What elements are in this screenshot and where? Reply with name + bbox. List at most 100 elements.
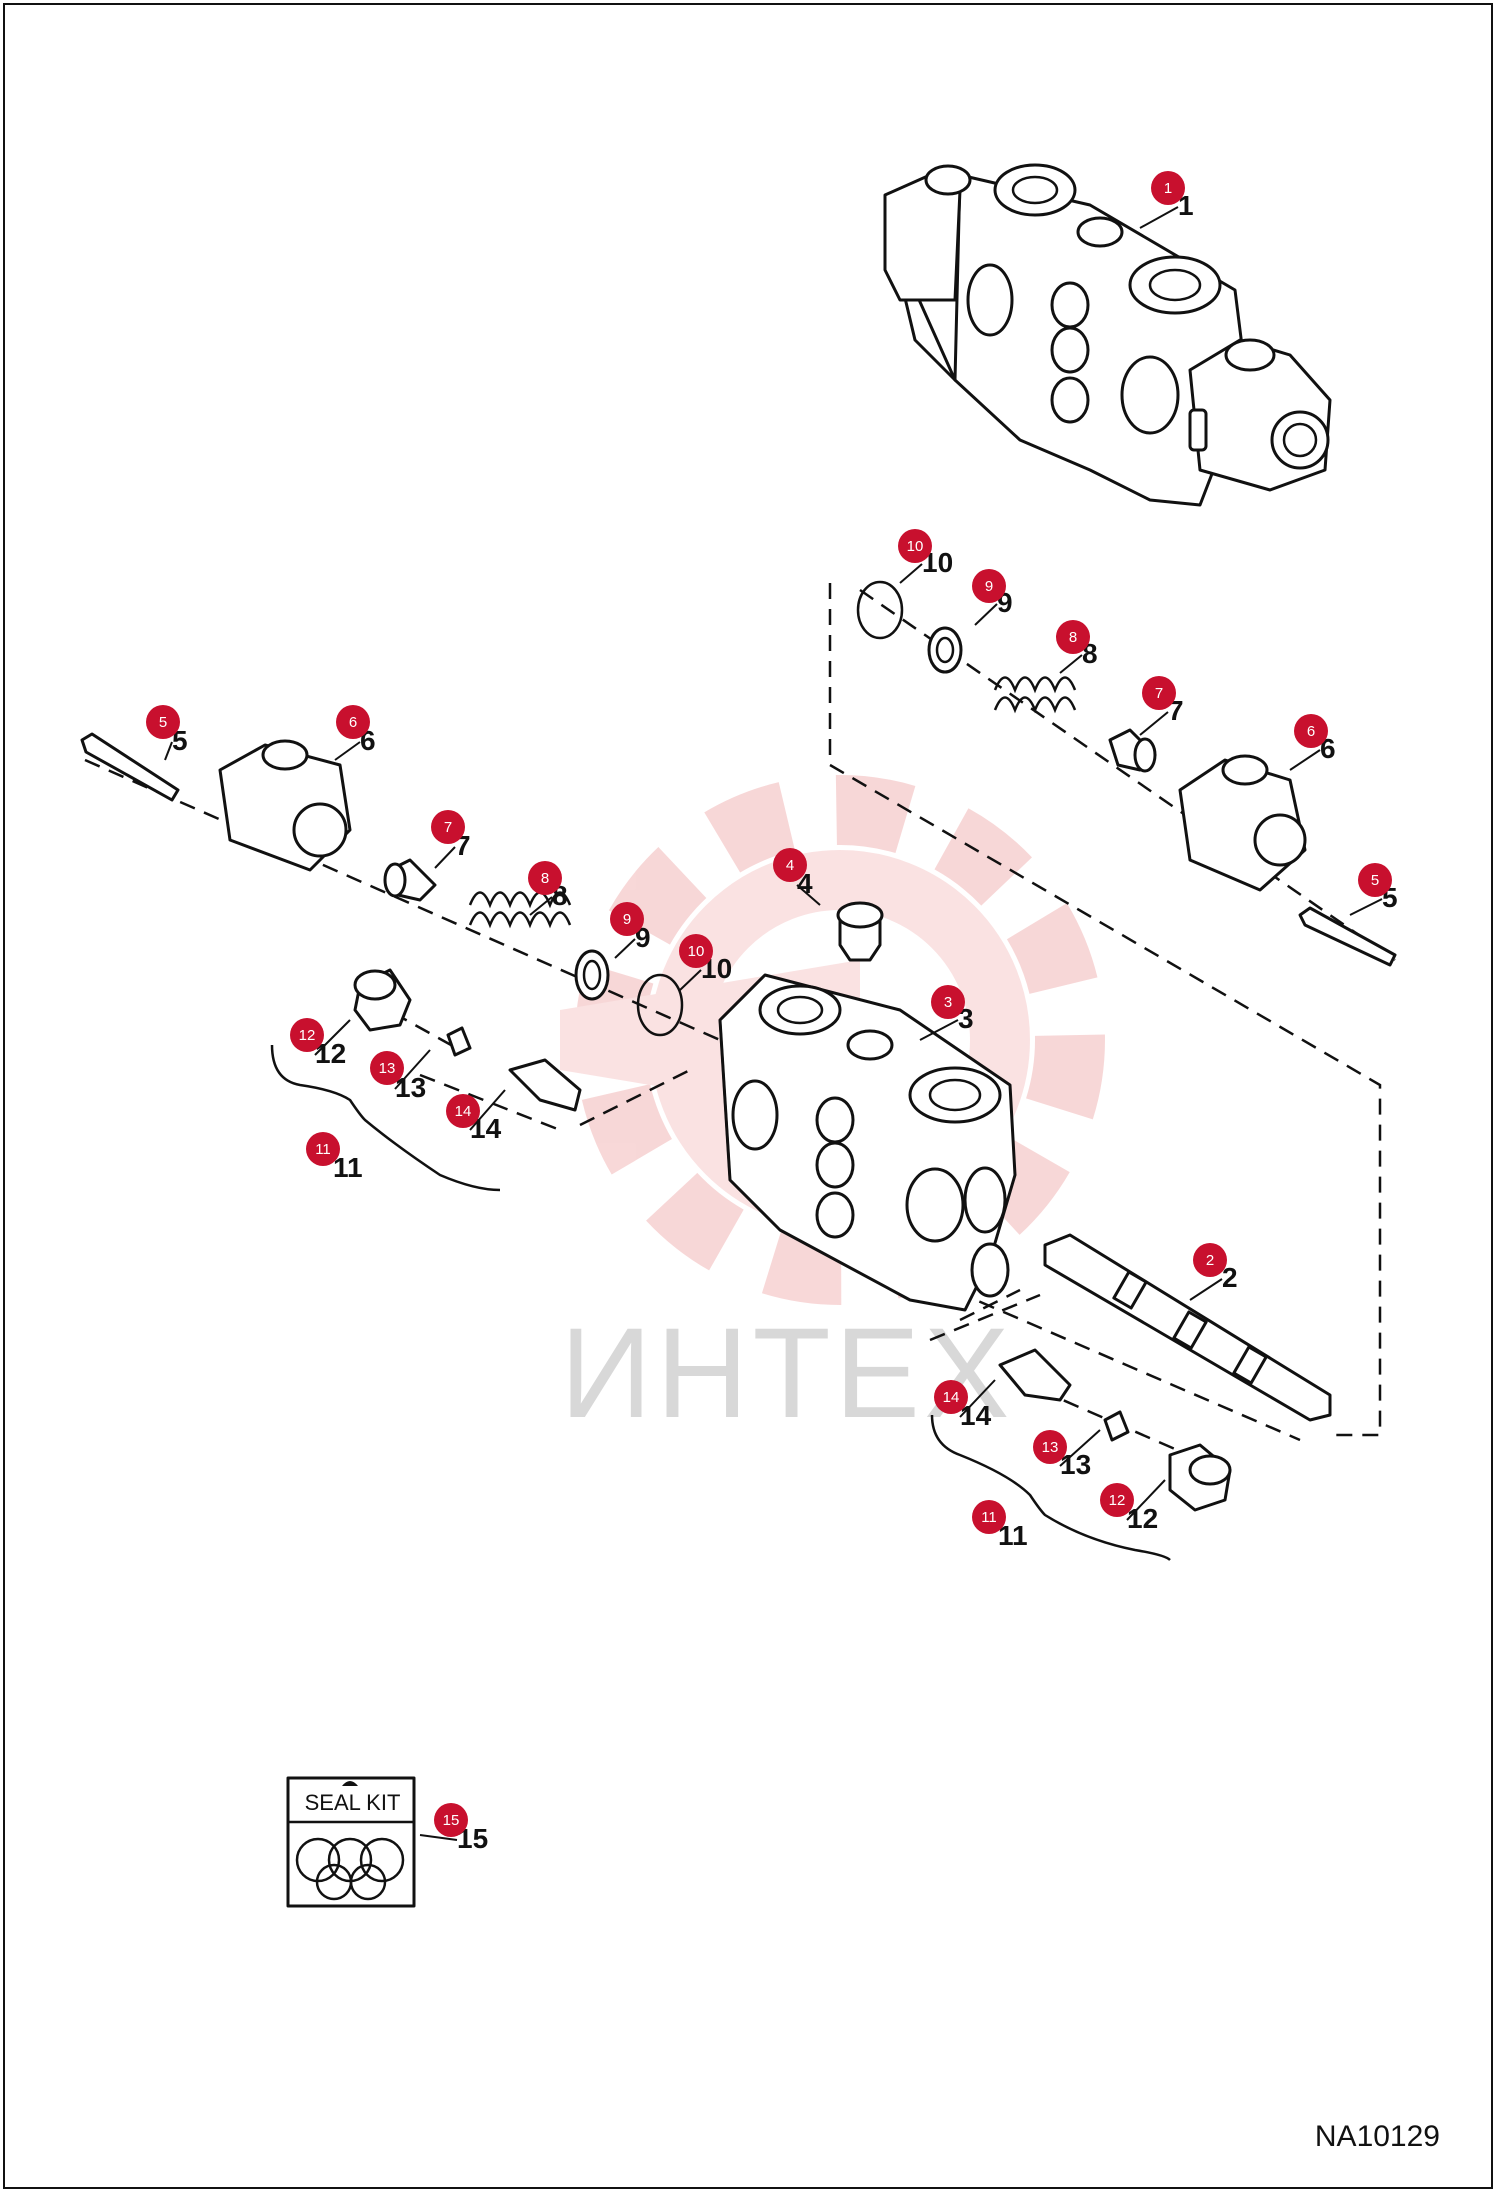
callout-9: 99 bbox=[610, 902, 651, 959]
callout-badge-icon bbox=[610, 902, 644, 936]
callout-badge-icon bbox=[306, 1132, 340, 1166]
callout-badge-icon bbox=[528, 861, 562, 895]
callout-8: 88 bbox=[528, 861, 568, 916]
callout-number: 11 bbox=[333, 1152, 363, 1183]
callout-badge-icon bbox=[972, 569, 1006, 603]
callout-badge-number: 13 bbox=[1042, 1439, 1059, 1456]
leader-line bbox=[1139, 206, 1179, 229]
relief-valve-components bbox=[353, 968, 1232, 1512]
seal-kit-label: SEAL KIT bbox=[304, 1790, 401, 1815]
callout-2: 22 bbox=[1189, 1243, 1238, 1301]
leader-line bbox=[394, 1049, 431, 1090]
callout-8: 88 bbox=[1056, 620, 1098, 674]
callout-badge-icon bbox=[1294, 714, 1328, 748]
callout-badge-icon bbox=[972, 1500, 1006, 1534]
callout-number: 2 bbox=[1222, 1262, 1238, 1293]
leader-line bbox=[796, 884, 821, 906]
leader-line bbox=[164, 741, 173, 761]
leader-line bbox=[1059, 1429, 1101, 1467]
callout-badge-icon bbox=[336, 705, 370, 739]
callout-badge-icon bbox=[370, 1051, 404, 1085]
callout-badge-number: 12 bbox=[299, 1027, 316, 1044]
seal-kit-box bbox=[286, 1776, 416, 1908]
o-rings bbox=[636, 580, 904, 1037]
leader-line bbox=[1349, 898, 1383, 916]
callout-5: 55 bbox=[146, 705, 188, 761]
callout-badge-icon bbox=[146, 705, 180, 739]
callout-badge-number: 8 bbox=[1069, 629, 1077, 646]
leader-line bbox=[974, 603, 998, 626]
callout-badge-number: 5 bbox=[159, 714, 167, 731]
callout-badge-icon bbox=[1100, 1483, 1134, 1517]
callout-badge-icon bbox=[679, 934, 713, 968]
callout-badge-number: 6 bbox=[1307, 723, 1315, 740]
washers bbox=[574, 626, 963, 1001]
leader-line bbox=[1126, 1479, 1166, 1521]
callout-badge-number: 14 bbox=[943, 1389, 960, 1406]
end-caps bbox=[218, 739, 1307, 892]
callout-badge-number: 14 bbox=[455, 1103, 472, 1120]
callout-7: 77 bbox=[1139, 676, 1184, 736]
callout-badge-number: 7 bbox=[1155, 685, 1163, 702]
leader-line bbox=[919, 1019, 959, 1041]
callout-5: 55 bbox=[1349, 863, 1398, 916]
watermark-text: ИНТЕХ bbox=[560, 1302, 1014, 1445]
leader-line bbox=[1059, 654, 1083, 674]
callout-badge-icon bbox=[1056, 620, 1090, 654]
leader-line bbox=[334, 741, 361, 761]
callout-badge-number: 3 bbox=[944, 994, 952, 1011]
leader-line bbox=[959, 1379, 996, 1418]
diagram-frame bbox=[3, 3, 1493, 2189]
callout-badge-number: 11 bbox=[981, 1509, 997, 1526]
leader-line bbox=[434, 846, 456, 869]
callout-badge-number: 1 bbox=[1164, 180, 1172, 197]
callout-badge-icon bbox=[898, 529, 932, 563]
assembly-brackets bbox=[270, 1044, 1171, 1561]
valve-section-assembly bbox=[883, 163, 1332, 507]
callout-4: 44 bbox=[773, 848, 821, 906]
spool bbox=[1043, 1233, 1332, 1422]
springs bbox=[468, 676, 1077, 929]
callout-badge-icon bbox=[434, 1803, 468, 1837]
leader-line bbox=[529, 896, 553, 916]
callout-1: 11 bbox=[1139, 171, 1194, 229]
leader-line bbox=[899, 563, 923, 584]
callout-badge-icon bbox=[1151, 171, 1185, 205]
callout-badge-number: 8 bbox=[541, 870, 549, 887]
callout-badge-number: 15 bbox=[443, 1812, 460, 1829]
leader-line bbox=[679, 969, 702, 991]
callout-number: 12 bbox=[1127, 1503, 1158, 1534]
callout-badge-number: 9 bbox=[623, 911, 631, 928]
callout-badge-number: 2 bbox=[1206, 1252, 1214, 1269]
callout-badge-number: 6 bbox=[349, 714, 357, 731]
callout-9: 99 bbox=[972, 569, 1013, 626]
leader-line bbox=[1139, 711, 1169, 736]
callout-badge-icon bbox=[1033, 1430, 1067, 1464]
callout-6: 66 bbox=[1289, 714, 1336, 771]
callout-badge-icon bbox=[431, 810, 465, 844]
callout-3: 33 bbox=[919, 985, 974, 1041]
bolts bbox=[80, 732, 1397, 967]
callout-badge-icon bbox=[1142, 676, 1176, 710]
callout-badge-number: 13 bbox=[379, 1060, 396, 1077]
callout-badge-icon bbox=[934, 1380, 968, 1414]
spring-seats bbox=[383, 728, 1157, 902]
callout-badge-icon bbox=[773, 848, 807, 882]
callout-7: 77 bbox=[431, 810, 471, 869]
callout-6: 66 bbox=[334, 705, 376, 761]
callout-badge-number: 12 bbox=[1109, 1492, 1126, 1509]
callout-badge-number: 9 bbox=[985, 578, 993, 595]
leader-line bbox=[614, 938, 636, 959]
callout-labels: 1122334455556666777788889999101010101111… bbox=[146, 171, 1398, 1854]
